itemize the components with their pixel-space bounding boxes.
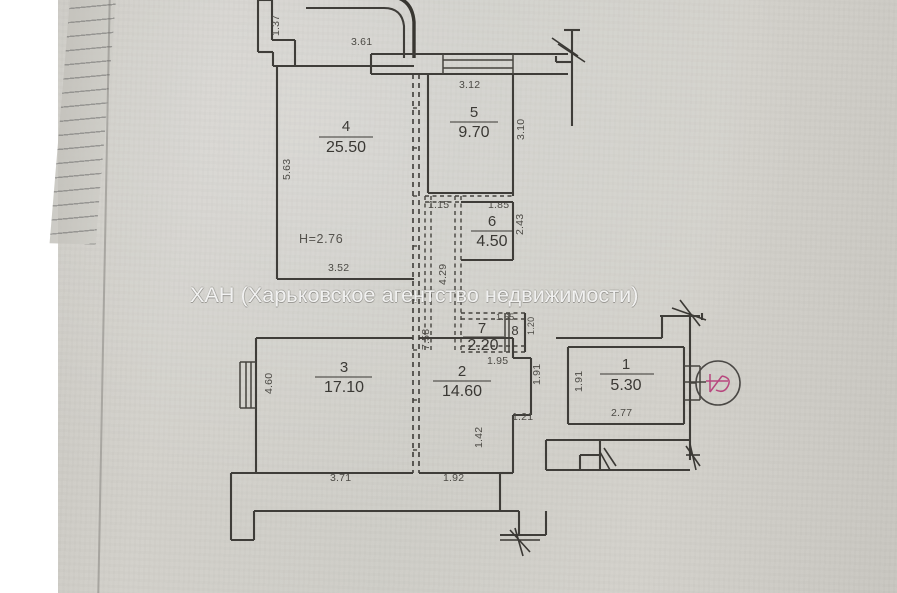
dimension-2-77: 2.77: [611, 407, 632, 419]
room-7-area: 2.20: [467, 337, 498, 354]
dimension-7-58: 7.58: [420, 329, 432, 350]
top-right-wall-and-door: [551, 28, 586, 126]
room-5-number: 5: [470, 104, 478, 121]
balcony-outline: [306, 0, 416, 58]
dimension-1-91-upper: 1.91: [531, 364, 543, 385]
door-swing-symbols-bottom: [500, 443, 701, 557]
red-stamp-marking: [695, 360, 741, 406]
dimension-1-37: 1.37: [270, 15, 282, 36]
room-3-area: 17.10: [324, 379, 364, 396]
room-8-number: 8: [511, 323, 518, 338]
room-4-outline: [275, 64, 414, 281]
dimension-3-71: 3.71: [330, 472, 351, 484]
dimension-1-92: 1.92: [443, 472, 464, 484]
bottom-walls: [229, 438, 690, 542]
room-2-area: 14.60: [442, 383, 482, 400]
dimension-3-52: 3.52: [328, 262, 349, 274]
room-7-number: 7: [478, 320, 486, 337]
room-6-area: 4.50: [476, 233, 507, 250]
ceiling-height-label: Н=2.76: [299, 232, 343, 246]
room-2-number: 2: [458, 363, 466, 380]
central-dashed-partition: [412, 74, 420, 473]
room-7-8-outline: [461, 312, 527, 353]
dimension-1-20: 1.20: [526, 317, 536, 335]
room-5-area: 9.70: [458, 124, 489, 141]
room-6-number: 6: [488, 213, 496, 230]
dimension-4-60: 4.60: [263, 373, 275, 394]
corridor-dashed-walls: [424, 195, 513, 350]
dimension-1-42: 1.42: [473, 427, 485, 448]
top-window-band: [369, 52, 568, 76]
dimension-3-61: 3.61: [351, 36, 372, 48]
room-1-area: 5.30: [610, 377, 641, 394]
room-5-outline: [426, 74, 515, 196]
dimension-5-63: 5.63: [281, 159, 293, 180]
dimension-2-43: 2.43: [514, 214, 526, 235]
dimension-3-10: 3.10: [515, 119, 527, 140]
dimension-4-29: 4.29: [437, 264, 449, 285]
dimension-1-91-room1: 1.91: [573, 371, 585, 392]
dimension-1-95: 1.95: [487, 355, 508, 367]
room-1-number: 1: [622, 356, 630, 373]
dimension-1-21: 1.21: [512, 411, 533, 423]
dimension-3-12: 3.12: [459, 79, 480, 91]
dimension-1-85: 1.85: [488, 199, 509, 211]
room-3-number: 3: [340, 359, 348, 376]
right-entry-walls: [556, 299, 707, 460]
dimension-1-65: 1.65: [496, 312, 514, 322]
room-2-outline: [419, 336, 533, 475]
paper-sheet-background: [58, 0, 897, 593]
room-4-number: 4: [342, 118, 350, 135]
room-3-outline: [239, 336, 413, 475]
room-4-area: 25.50: [326, 139, 366, 156]
dimension-1-15: 1.15: [428, 199, 449, 211]
